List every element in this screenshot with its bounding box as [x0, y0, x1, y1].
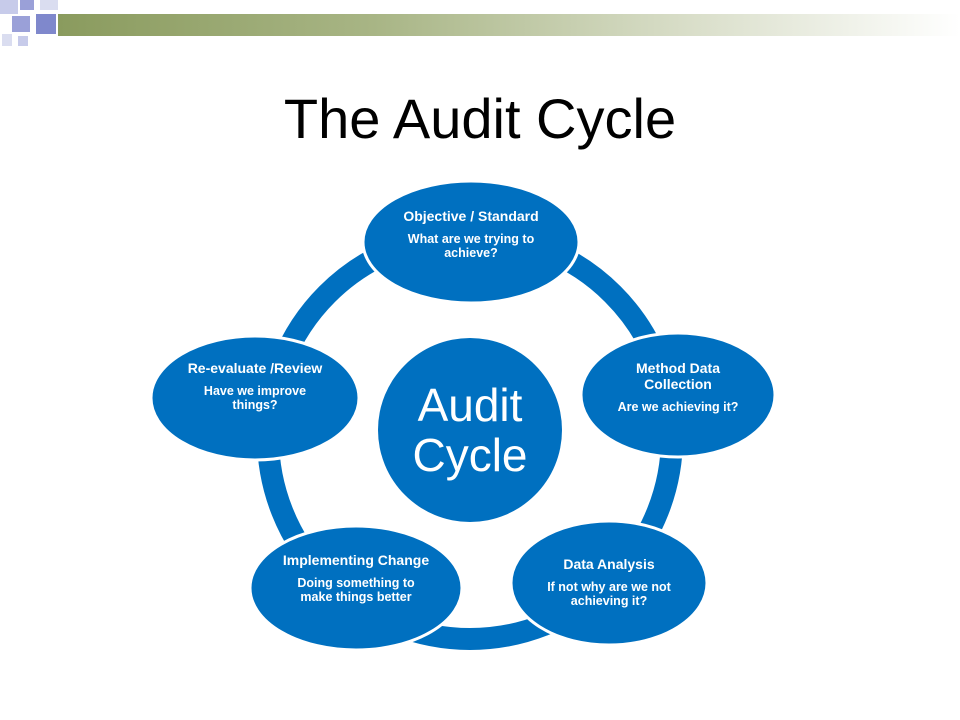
deco-square-7: [18, 36, 28, 46]
node-analysis-detail: If not why are we not achieving it?: [547, 580, 671, 608]
node-objective: Objective / Standard What are we trying …: [396, 208, 546, 260]
node-implementing-detail: Doing something to make things better: [297, 576, 415, 604]
node-method-heading: Method Data Collection: [636, 360, 720, 392]
node-reevaluate-detail: Have we improve things?: [203, 384, 307, 412]
node-shape-implementing: [248, 524, 464, 652]
node-method: Method Data Collection Are we achieving …: [608, 360, 748, 414]
node-method-detail: Are we achieving it?: [617, 400, 739, 414]
node-shape-method: [579, 331, 777, 459]
node-analysis-heading: Data Analysis: [563, 556, 655, 572]
deco-square-3: [40, 0, 58, 10]
deco-square-5: [36, 14, 56, 34]
center-circle: [378, 338, 562, 522]
node-implementing: Implementing Change Doing something to m…: [281, 552, 431, 604]
node-reevaluate: Re-evaluate /Review Have we improve thin…: [185, 360, 325, 412]
node-reevaluate-heading: Re-evaluate /Review: [187, 360, 323, 376]
node-shape-objective: [361, 179, 581, 305]
node-objective-detail: What are we trying to achieve?: [407, 232, 535, 260]
deco-square-2: [20, 0, 34, 10]
center-label: Audit Cycle: [385, 380, 555, 480]
node-shape-analysis: [509, 519, 709, 647]
deco-square-1: [0, 0, 18, 14]
slide-title: The Audit Cycle: [283, 87, 677, 150]
node-analysis: Data Analysis If not why are we not achi…: [539, 556, 679, 608]
center-label-line1: Audit: [417, 379, 523, 431]
deco-square-6: [2, 34, 12, 46]
node-shape-reevaluate: [149, 334, 361, 462]
node-objective-heading: Objective / Standard: [403, 208, 539, 224]
deco-square-4: [12, 16, 30, 32]
node-implementing-heading: Implementing Change: [282, 552, 430, 568]
header-gradient-bar: [58, 14, 960, 36]
center-label-line2: Cycle: [412, 429, 528, 481]
